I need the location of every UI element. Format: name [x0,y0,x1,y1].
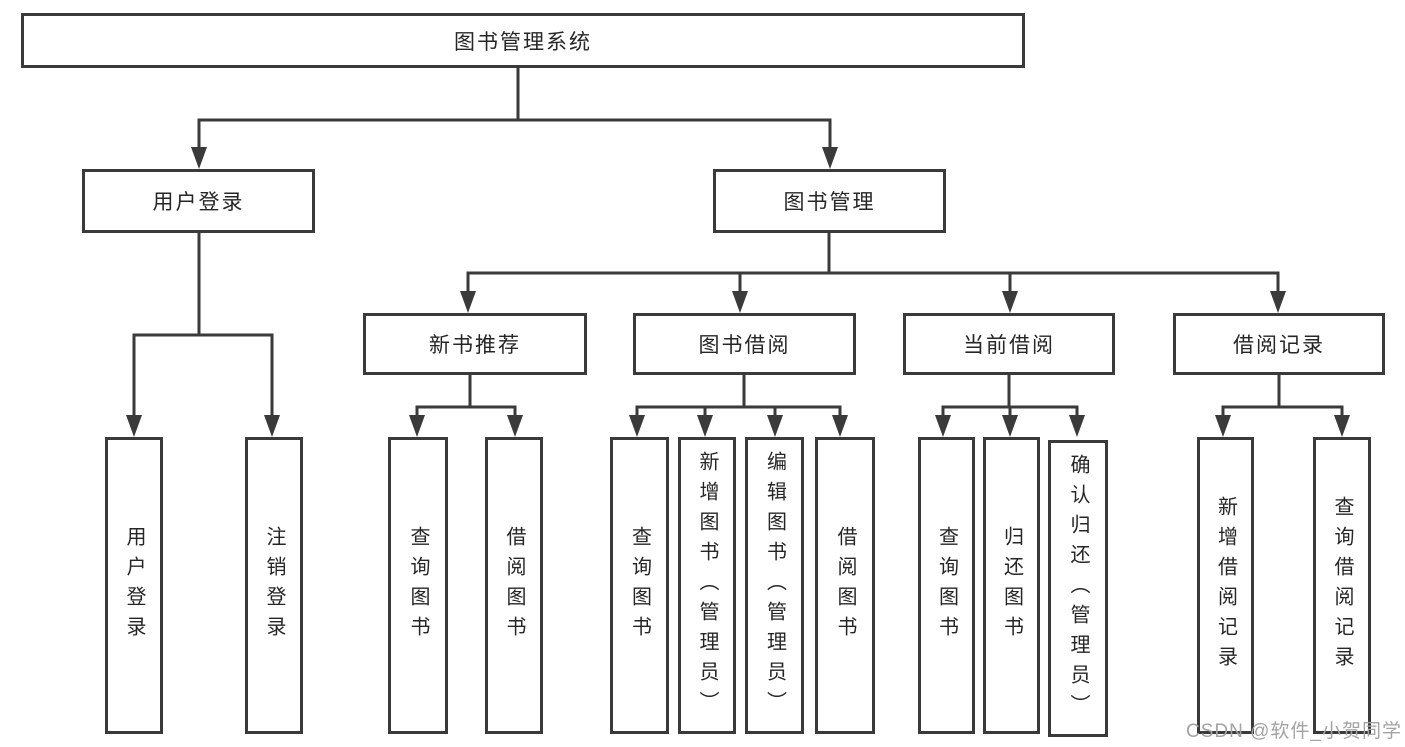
leaf-rec-add-record-label: 新增借阅记录 [1214,495,1237,676]
arrowhead-icon [1002,415,1018,437]
connector-currentborrow-to-leaves [941,375,1079,418]
leaf-cb-confirm-return-label: 确认归还（管理员） [1067,453,1089,724]
node-root-label: 图书管理系统 [454,30,592,54]
leaf-cb-query-books: 查询图书 [918,437,975,734]
node-current-borrow-label: 当前借阅 [963,334,1055,357]
connector-bookmgmt-to-level3 [466,233,1280,294]
leaf-user-login-label: 用户登录 [123,525,145,646]
connector-records-to-leaves [1221,375,1344,418]
leaf-user-login: 用户登录 [105,437,163,734]
arrowhead-icon [629,415,645,437]
node-book-borrow: 图书借阅 [633,313,856,375]
arrowhead-icon [1270,291,1286,313]
node-borrow-records: 借阅记录 [1173,313,1385,375]
node-book-management: 图书管理 [713,169,946,233]
leaf-nb-query-books: 查询图书 [388,437,448,734]
arrowhead-icon [697,415,713,437]
leaf-bb-edit-books: 编辑图书（管理员） [745,437,804,734]
arrowhead-icon [767,415,783,437]
arrowhead-icon [1002,291,1018,313]
arrowhead-icon [1334,415,1350,437]
leaf-nb-query-books-label: 查询图书 [407,525,429,646]
leaf-bb-query-books: 查询图书 [610,437,669,734]
leaf-nb-borrow-books-label: 借阅图书 [503,525,525,646]
leaf-rec-query-record-label: 查询借阅记录 [1331,495,1353,676]
leaf-cb-confirm-return: 确认归还（管理员） [1048,440,1108,737]
connector-root-to-level2 [197,67,832,150]
leaf-cb-query-books-label: 查询图书 [935,525,958,646]
leaf-logout-label: 注销登录 [263,525,285,646]
leaf-bb-borrow-books-label: 借阅图书 [834,525,856,646]
leaf-bb-add-books-label: 新增图书（管理员） [696,450,718,721]
node-current-borrow: 当前借阅 [903,313,1115,375]
leaf-bb-add-books: 新增图书（管理员） [678,437,736,734]
leaf-bb-edit-books-label: 编辑图书（管理员） [763,450,786,721]
leaf-rec-query-record: 查询借阅记录 [1313,437,1371,734]
arrowhead-icon [126,415,142,437]
arrowhead-icon [832,415,848,437]
connector-userlogin-to-leaves [132,233,274,418]
connector-newbook-to-leaves [415,375,517,418]
leaf-rec-add-record: 新增借阅记录 [1197,437,1254,734]
node-new-book-recommend: 新书推荐 [363,313,587,375]
node-root: 图书管理系统 [21,13,1025,68]
connector-bookborrow-to-leaves [635,375,842,418]
node-book-management-label: 图书管理 [783,191,876,214]
arrowhead-icon [1069,415,1085,437]
csdn-watermark: CSDN @软件_小贺同学 [1186,721,1402,742]
arrowhead-icon [191,147,207,169]
node-user-login: 用户登录 [82,169,315,233]
arrowheads [126,147,1350,437]
arrowhead-icon [935,415,951,437]
node-book-borrow-label: 图书借阅 [698,334,791,357]
arrowhead-icon [507,415,523,437]
arrowhead-icon [822,147,838,169]
node-borrow-records-label: 借阅记录 [1233,334,1325,357]
arrowhead-icon [264,415,280,437]
node-new-book-recommend-label: 新书推荐 [429,334,521,357]
arrowhead-icon [460,291,476,313]
leaf-bb-borrow-books: 借阅图书 [815,437,875,734]
leaf-nb-borrow-books: 借阅图书 [485,437,543,734]
leaf-logout: 注销登录 [245,437,303,734]
leaf-cb-return-books-label: 归还图书 [1000,525,1023,646]
arrowhead-icon [1215,415,1231,437]
leaf-cb-return-books: 归还图书 [983,437,1040,734]
arrowhead-icon [732,291,748,313]
leaf-bb-query-books-label: 查询图书 [628,525,651,646]
arrowhead-icon [409,415,425,437]
node-user-login-label: 用户登录 [152,191,245,214]
